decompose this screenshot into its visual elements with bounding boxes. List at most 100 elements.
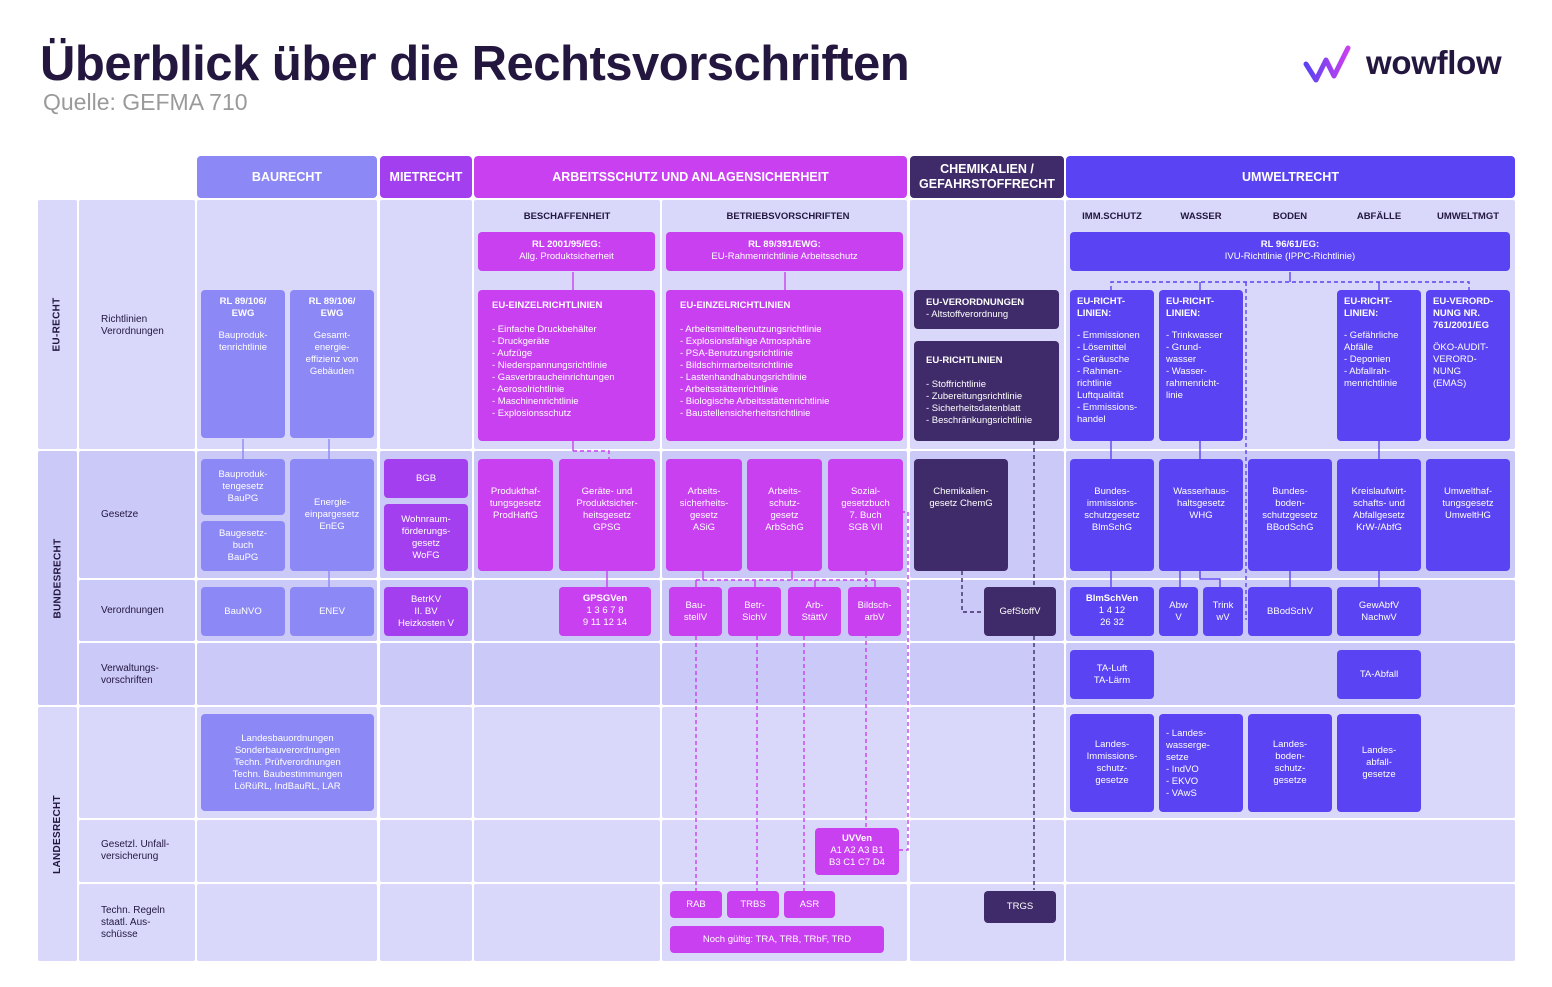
box-wofg: Wohnraum- förderungs- gesetz WoFG (384, 504, 468, 571)
cell-la-chem (910, 707, 1064, 818)
row-band-landes (79, 707, 195, 818)
box-betrkv: BetrKV II. BV Heizkosten V (384, 587, 468, 636)
box-taluft: TA-Luft TA-Lärm (1070, 650, 1154, 699)
box-title: EU-EINZELRICHTLINIEN (680, 300, 791, 311)
box-list: - Stoffrichtlinie - Zubereitungsrichtlin… (926, 379, 1033, 426)
box-krwabfg: Kreislaufwirt- schafts- und Abfallgesetz… (1337, 459, 1421, 571)
cell-vw-miet (380, 643, 472, 705)
box-gpsgven: GPSGVen 1 3 6 7 8 9 11 12 14 (559, 587, 651, 636)
box-abwv: Abw V (1159, 587, 1198, 636)
box-eu-verordnung-761: EU-VERORD- NUNG NR. 761/2001/EG ÖKO-AUDI… (1426, 290, 1510, 441)
box-arbschg: Arbeits- schutz- gesetz ArbSchG (747, 459, 822, 571)
box-eu-einzelrichtlinien-beschaffenheit: EU-EINZELRICHTLINIEN - Einfache Druckbeh… (478, 290, 655, 441)
box-eu-richtlinien-wasser: EU-RICHT- LINIEN: - Trinkwasser - Grund-… (1159, 290, 1243, 441)
cell-la-beschaff (474, 707, 660, 818)
box-umwelthg: Umwelthaf- tungsgesetz UmweltHG (1426, 459, 1510, 571)
box-title: EU-VERORDNUNGEN (926, 297, 1025, 308)
box-asig: Arbeits- sicherheits- gesetz ASiG (666, 459, 742, 571)
box-prodhaftg: Produkthaf- tungsgesetz ProdHaftG (478, 459, 553, 571)
cell-vw-betrieb (662, 643, 907, 705)
group-landesrecht: LANDESRECHT (38, 707, 77, 961)
box-eu-verordnungen: EU-VERORDNUNGEN - Altstoffverordnung (914, 290, 1059, 329)
box-list: - Trinkwasser - Grund- wasser - Wasser- … (1166, 330, 1223, 401)
box-numbers: A1 A2 A3 B1 B3 C1 C7 D4 (829, 845, 885, 868)
cell-eu-miet (380, 200, 472, 449)
row-label-verordnungen: Verordnungen (101, 605, 164, 616)
box-baustellv: Bau- stellV (669, 587, 722, 636)
box-eu-richtlinien-abfall: EU-RICHT- LINIEN: - Gefährliche Abfälle … (1337, 290, 1421, 441)
box-title: GPSGVen (582, 593, 628, 604)
box-text: IVU-Richtlinie (IPPC-Richtlinie) (1224, 251, 1356, 262)
box-enev: ENEV (290, 587, 374, 636)
header-mietrecht: MIETRECHT (380, 156, 472, 198)
box-trinkwv: Trink wV (1203, 587, 1243, 636)
cell-vw-beschaff (474, 643, 660, 705)
box-arbstaettv: Arb- StättV (788, 587, 841, 636)
box-list: - Gefährliche Abfälle - Deponien - Abfal… (1344, 330, 1399, 389)
box-bauprodg: Bauproduk- tengesetz BauPG (201, 459, 285, 515)
box-list: ÖKO-AUDIT- VERORD- NUNG (EMAS) (1433, 342, 1489, 389)
subheader-betriebsvorschriften: BETRIEBSVORSCHRIFTEN (726, 211, 850, 222)
box-betrsichv: Betr- SichV (728, 587, 781, 636)
box-rl-2001-95: RL 2001/95/EG: Allg. Produktsicherheit (478, 232, 655, 271)
box-title: UVVen (841, 833, 873, 844)
cell-tr-umwelt (1066, 884, 1515, 961)
box-rl-89-106-bauprodukte: RL 89/106/ EWG Bauproduk- tenrichtlinie (201, 290, 285, 438)
box-title: EU-VERORD- NUNG NR. 761/2001/EG (1433, 296, 1494, 331)
box-title: EU-RICHT- LINIEN: (1077, 296, 1126, 319)
row-band-gesetze (79, 451, 195, 578)
group-eu-recht: EU-RECHT (38, 200, 77, 449)
box-rl-89-391: RL 89/391/EWG: EU-Rahmenrichtlinie Arbei… (666, 232, 903, 271)
row-band-verwaltung (79, 643, 195, 705)
box-bbodschv: BBodSchV (1248, 587, 1332, 636)
box-text: Gesamt- energie- effizienz von Gebäuden (305, 330, 359, 377)
row-band-verordnungen (79, 580, 195, 641)
box-landesbauordnungen: Landesbauordnungen Sonderbauverordnungen… (201, 714, 374, 811)
box-bildscharbv: Bildsch- arbV (848, 587, 901, 636)
cell-la-miet (380, 707, 472, 818)
box-text: Bauproduk- tenrichtlinie (218, 330, 268, 353)
box-title: RL 96/61/EG: (1260, 239, 1320, 250)
box-title: RL 89/106/ EWG (219, 296, 267, 319)
source-label: Quelle: GEFMA 710 (43, 89, 248, 115)
box-baugb: Baugesetz- buch BauPG (201, 521, 285, 571)
box-trbs: TRBS (727, 891, 779, 918)
box-numbers: 1 3 6 7 8 9 11 12 14 (582, 605, 628, 628)
subheader-immschutz: IMM.SCHUTZ (1082, 211, 1142, 222)
box-bimschven: BlmSchVen 1 4 12 26 32 (1070, 587, 1154, 636)
box-bbodschg: Bundes- boden- schutzgesetz BBodSchG (1248, 459, 1332, 571)
box-eu-einzelrichtlinien-betrieb: EU-EINZELRICHTLINIEN - Arbeitsmittelbenu… (666, 290, 903, 441)
header-umweltrecht: UMWELTRECHT (1066, 156, 1515, 198)
box-list: - Landes- wasserge- setze - IndVO - EKVO… (1166, 728, 1210, 799)
box-rab: RAB (670, 891, 722, 918)
cell-uv-miet (380, 820, 472, 882)
box-rl-96-61: RL 96/61/EG: IVU-Richtlinie (IPPC-Richtl… (1070, 232, 1510, 271)
box-title: EU-RICHTLINIEN (926, 355, 1003, 366)
box-landes-abfall: Landes- abfall- gesetze (1337, 714, 1421, 812)
box-rl-89-106-energie: RL 89/106/ EWG Gesamt- energie- effizien… (290, 290, 374, 438)
box-baunvo: BauNVO (201, 587, 285, 636)
logo-text: wowflow (1366, 44, 1502, 81)
box-title: BlmSchVen (1085, 593, 1139, 604)
row-band-richtlinien (79, 200, 195, 449)
header-arbeitsschutz: ARBEITSSCHUTZ UND ANLAGENSICHERHEIT (474, 156, 907, 198)
box-taabfall: TA-Abfall (1337, 650, 1421, 699)
box-trgs: TRGS (984, 891, 1056, 923)
cell-uv-beschaff (474, 820, 660, 882)
box-landes-boden: Landes- boden- schutz- gesetze (1248, 714, 1332, 812)
row-label-verwaltung: Verwaltungs- vorschriften (101, 663, 159, 686)
subheader-beschaffenheit: BESCHAFFENHEIT (523, 211, 611, 222)
box-uvven: UVVen A1 A2 A3 B1 B3 C1 C7 D4 (815, 828, 899, 875)
box-landes-wasser: - Landes- wasserge- setze - IndVO - EKVO… (1159, 714, 1243, 812)
box-list: - Altstoffverordnung (926, 309, 1009, 320)
wowflow-logo: wowflow (1302, 42, 1522, 88)
box-bgb: BGB (384, 459, 468, 498)
row-label-unfall: Gesetzl. Unfall- versicherung (101, 839, 170, 862)
group-bundesrecht: BUNDESRECHT (38, 451, 77, 705)
box-list: - Arbeitsmittelbenutzungsrichtlinie - Ex… (680, 324, 830, 419)
box-eneg: Energie- einpargesetz EnEG (290, 459, 374, 571)
box-title: RL 89/391/EWG: (748, 239, 821, 250)
box-title: RL 2001/95/EG: (531, 239, 601, 250)
box-numbers: 1 4 12 26 32 (1098, 605, 1126, 628)
